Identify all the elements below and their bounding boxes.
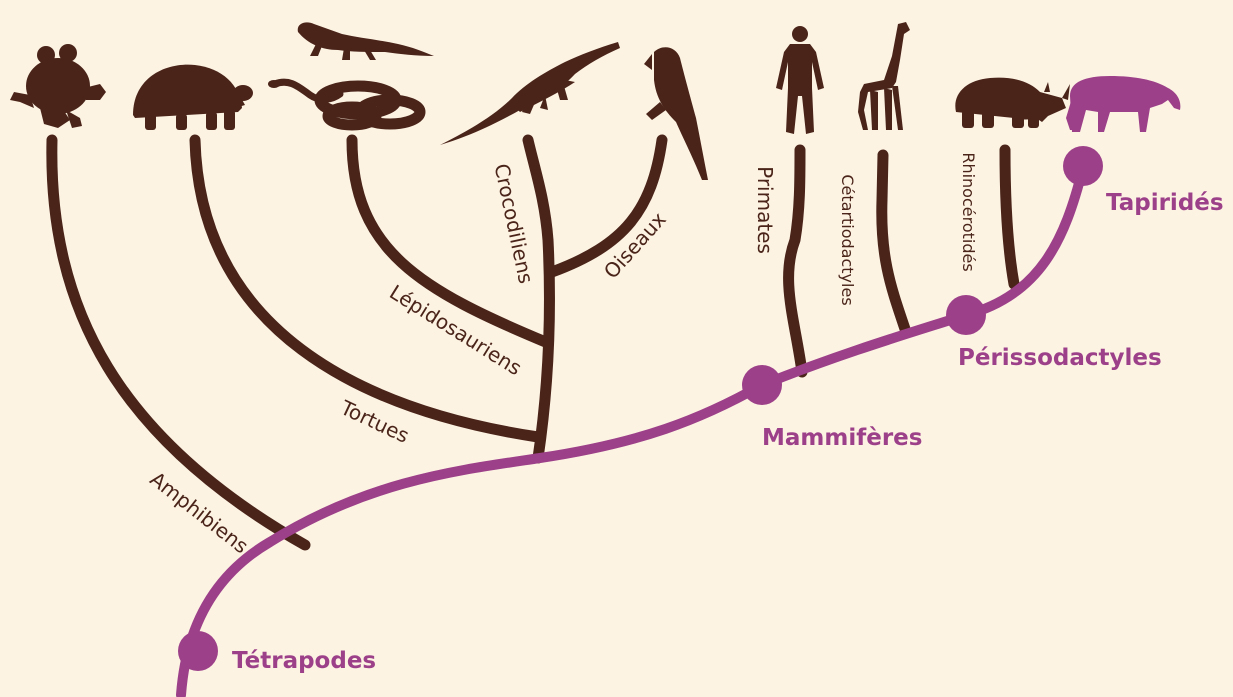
- branch-primates: [789, 150, 802, 372]
- node-tetrapodes: [178, 631, 218, 671]
- node-mammiferes: [742, 365, 782, 405]
- branch-oiseaux: [552, 140, 662, 272]
- clade-label-cetartiodactyles: Cétartiodactyles: [838, 174, 857, 305]
- branch-sauropsids-stem: [528, 140, 550, 458]
- frog-icon: [10, 44, 106, 128]
- tortoise-icon: [133, 65, 253, 130]
- human-icon: [776, 26, 824, 134]
- giraffe-icon: [858, 22, 910, 130]
- node-tapirides: [1063, 146, 1103, 186]
- branch-cetartiodactyles: [882, 155, 906, 332]
- clade-label-crocodiliens: Crocodiliens: [489, 161, 538, 285]
- clade-label-rhinocerotides: Rhinocérotidés: [959, 152, 978, 271]
- snake-icon: [268, 80, 420, 125]
- node-label-mammiferes: Mammifères: [762, 425, 922, 451]
- clade-label-primates: Primates: [753, 166, 777, 254]
- branch-rhinocerotides: [1005, 150, 1014, 284]
- node-label-tetrapodes: Tétrapodes: [232, 648, 376, 674]
- tapir-icon: [1066, 76, 1180, 132]
- node-label-tapirides: Tapiridés: [1106, 190, 1224, 216]
- branch-tortues: [195, 140, 538, 437]
- node-label-perissodactyles: Périssodactyles: [958, 345, 1162, 371]
- node-perissodactyles: [946, 295, 986, 335]
- rhinoceros-icon: [955, 78, 1070, 128]
- clade-label-amphibiens: Amphibiens: [146, 467, 254, 558]
- lizard-icon: [298, 22, 434, 60]
- crocodile-icon: [440, 42, 620, 145]
